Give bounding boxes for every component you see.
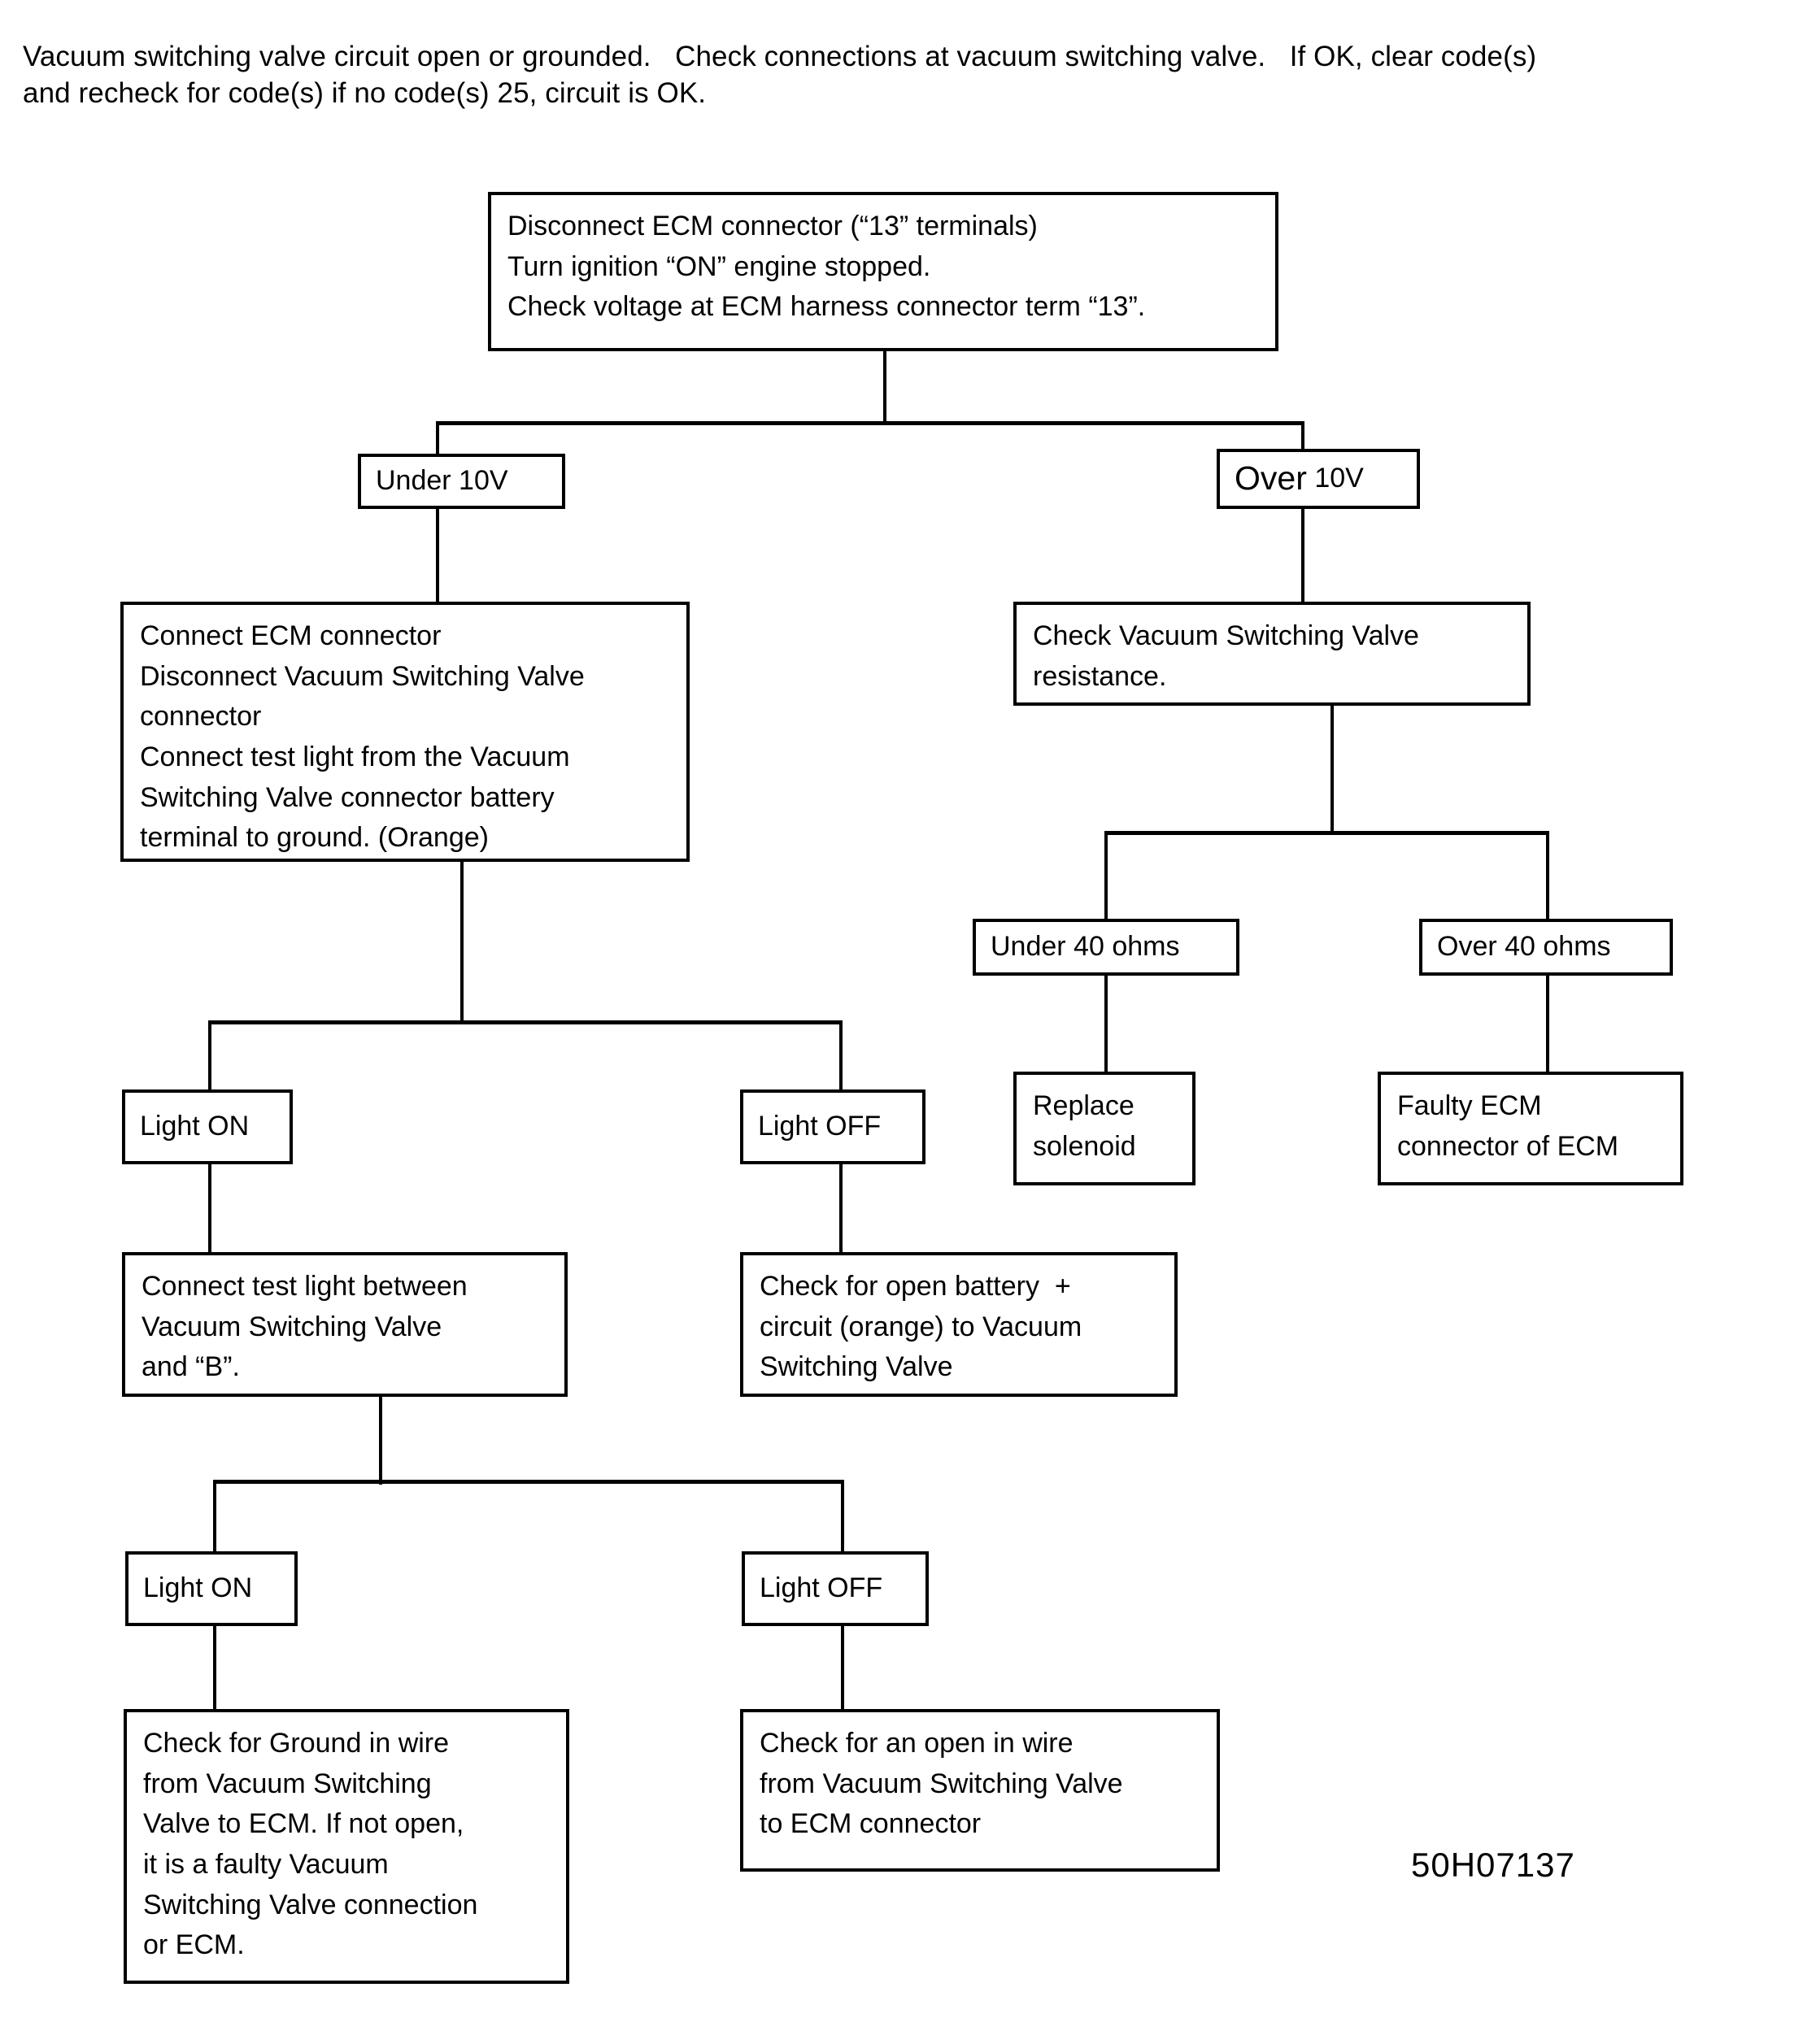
node-connect-ecm[interactable]: Connect ECM connector Disconnect Vacuum … bbox=[120, 602, 690, 862]
node-check-resistance[interactable]: Check Vacuum Switching Valve resistance. bbox=[1013, 602, 1531, 706]
node-over-10v-small: 10V bbox=[1306, 463, 1364, 494]
connector-to-over10v bbox=[1301, 421, 1304, 460]
connector-over10v-down bbox=[1301, 504, 1304, 603]
connector-lightoff1-down bbox=[839, 1163, 843, 1254]
figure-code-label: 50H07137 bbox=[1411, 1846, 1575, 1884]
connector-to-lighton-1 bbox=[208, 1020, 211, 1092]
node-over-10v-big: Over bbox=[1235, 459, 1307, 498]
connector-lightoff2-down bbox=[841, 1624, 844, 1711]
connector-connectecm-down bbox=[460, 860, 464, 1023]
connector-under10v-down bbox=[436, 504, 439, 603]
connector-to-under10v bbox=[436, 421, 439, 460]
node-start[interactable]: Disconnect ECM connector (“13” terminals… bbox=[488, 192, 1278, 351]
node-replace-solenoid[interactable]: Replace solenoid bbox=[1013, 1072, 1195, 1185]
connector-lighton2-down bbox=[213, 1624, 216, 1711]
connector-under40-down bbox=[1104, 974, 1108, 1073]
connector-testlight-down bbox=[379, 1395, 382, 1485]
connector-lightsplit-1 bbox=[208, 1020, 843, 1024]
connector-to-lighton-2 bbox=[213, 1480, 216, 1555]
node-check-open-battery[interactable]: Check for open battery + circuit (orange… bbox=[740, 1252, 1178, 1397]
connector-to-under40 bbox=[1104, 831, 1108, 922]
node-over-40-ohms[interactable]: Over 40 ohms bbox=[1419, 919, 1673, 976]
node-light-off-2[interactable]: Light OFF bbox=[742, 1551, 929, 1626]
connector-split-top bbox=[436, 421, 1304, 425]
connector-to-lightoff-1 bbox=[839, 1020, 843, 1092]
node-light-off-1[interactable]: Light OFF bbox=[740, 1089, 925, 1164]
node-under-10v[interactable]: Under 10V bbox=[358, 454, 565, 509]
node-connect-test-light[interactable]: Connect test light between Vacuum Switch… bbox=[122, 1252, 568, 1397]
node-under-40-ohms[interactable]: Under 40 ohms bbox=[973, 919, 1239, 976]
node-check-ground[interactable]: Check for Ground in wire from Vacuum Swi… bbox=[124, 1709, 569, 1984]
connector-to-lightoff-2 bbox=[841, 1480, 844, 1555]
node-faulty-ecm[interactable]: Faulty ECM connector of ECM bbox=[1378, 1072, 1683, 1185]
connector-to-over40 bbox=[1546, 831, 1549, 922]
header-paragraph: Vacuum switching valve circuit open or g… bbox=[23, 41, 1537, 109]
connector-resistance-down bbox=[1330, 704, 1334, 834]
connector-over40-down bbox=[1546, 974, 1549, 1073]
node-over-10v[interactable]: Over 10V bbox=[1217, 449, 1420, 509]
connector-start-down bbox=[883, 350, 886, 423]
node-light-on-1[interactable]: Light ON bbox=[122, 1089, 293, 1164]
connector-ohms-split bbox=[1104, 831, 1548, 835]
node-check-open-wire[interactable]: Check for an open in wire from Vacuum Sw… bbox=[740, 1709, 1220, 1872]
connector-lighton1-down bbox=[208, 1163, 211, 1254]
node-light-on-2[interactable]: Light ON bbox=[125, 1551, 298, 1626]
connector-lightsplit-2 bbox=[213, 1480, 844, 1484]
